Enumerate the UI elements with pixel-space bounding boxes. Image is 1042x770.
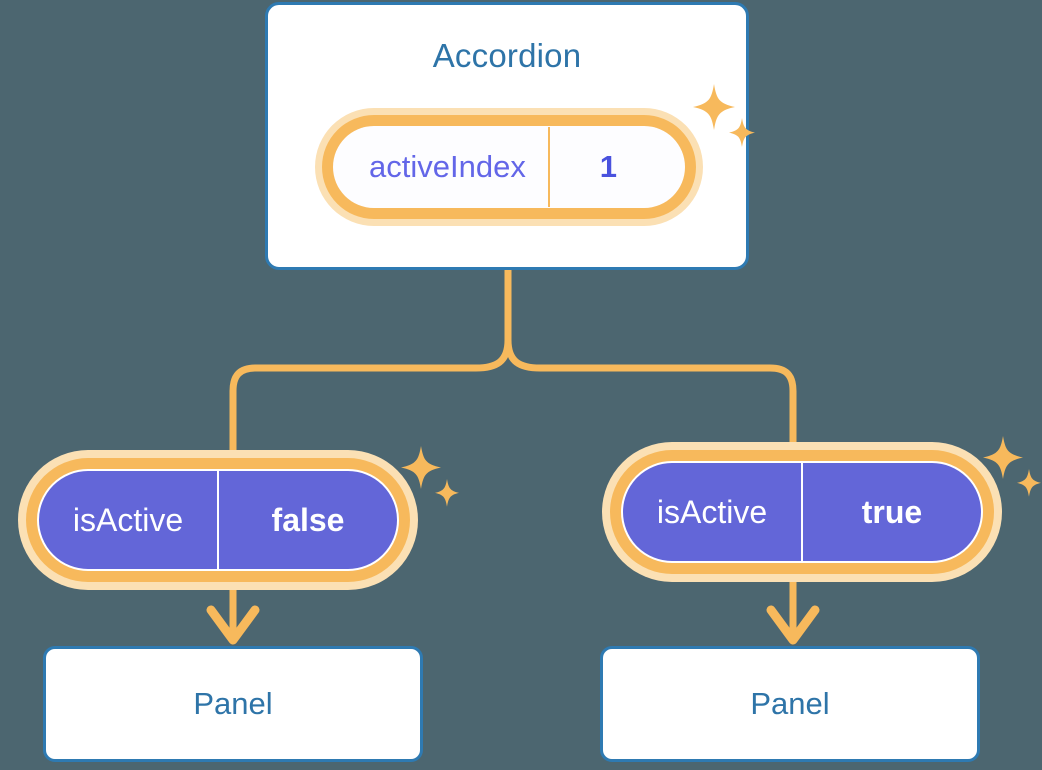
arrow-down-icon-right xyxy=(766,580,820,645)
pill-body: isActive false xyxy=(37,469,399,571)
arrow-down-icon-left xyxy=(206,588,260,645)
accordion-title: Accordion xyxy=(432,37,582,74)
accordion-node-card[interactable]: Accordion activeIndex 1 xyxy=(265,2,749,270)
prop-pill-is-active-left[interactable]: isActive false xyxy=(18,450,418,590)
pill-divider xyxy=(547,127,550,207)
pill-body: activeIndex 1 xyxy=(333,126,685,208)
pill-body: isActive true xyxy=(621,461,983,563)
prop-pill-key: isActive xyxy=(72,501,184,538)
panel-title: Panel xyxy=(193,686,273,721)
prop-pill-key: isActive xyxy=(656,493,768,530)
panel-title: Panel xyxy=(750,686,830,721)
pill-divider xyxy=(801,463,803,561)
connector-branch-right xyxy=(504,336,797,451)
prop-pill-value: false xyxy=(271,501,345,538)
state-pill-active-index[interactable]: activeIndex 1 xyxy=(315,108,703,226)
panel-node-card-left[interactable]: Panel xyxy=(43,646,423,762)
state-pill-key: activeIndex xyxy=(369,149,526,184)
prop-pill-value: true xyxy=(861,493,923,530)
connector-trunk xyxy=(229,266,512,459)
state-pill-value: 1 xyxy=(599,149,618,184)
panel-node-card-right[interactable]: Panel xyxy=(600,646,980,762)
prop-pill-is-active-right[interactable]: isActive true xyxy=(602,442,1002,582)
pill-divider xyxy=(217,471,219,569)
